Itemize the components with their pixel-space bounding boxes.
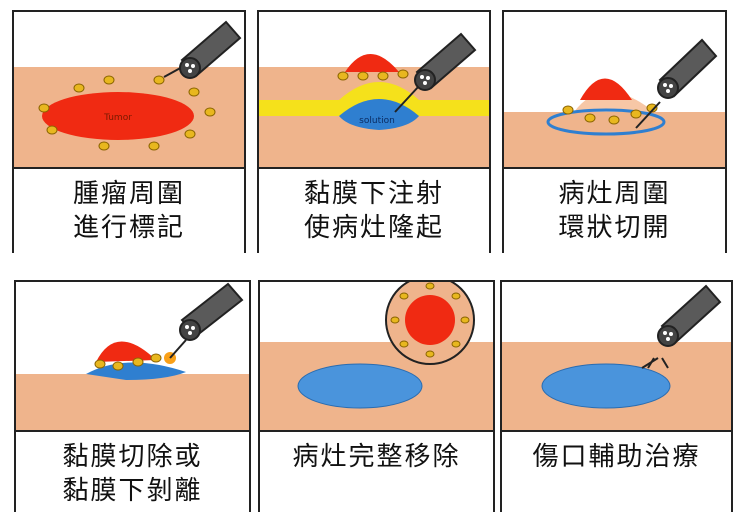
endoscope-icon xyxy=(635,38,718,129)
marker-dots xyxy=(38,75,216,151)
mucosa-layer xyxy=(16,374,249,430)
step-5-illustration xyxy=(260,282,493,430)
marker-dots xyxy=(94,353,162,371)
tumor-label: Tumor xyxy=(103,113,132,123)
tumor xyxy=(580,78,632,100)
step-6-illustration xyxy=(502,284,731,430)
endoscope-icon xyxy=(657,284,722,347)
step-1-line-2: 進行標記 xyxy=(72,213,185,243)
solution-label: solution xyxy=(359,116,395,126)
step-3-caption: 病灶周圍 環狀切開 xyxy=(504,167,725,253)
step-panel-1: Tumor 腫瘤周圍 進行標記 xyxy=(12,10,246,253)
step-3-line-2: 環狀切開 xyxy=(558,213,671,243)
step-panel-2: solution 黏膜下注射 使病灶隆起 xyxy=(257,10,491,253)
submucosal-solution xyxy=(86,362,186,380)
tumor xyxy=(96,341,156,362)
step-2-line-1: 黏膜下注射 xyxy=(303,179,444,209)
step-1-caption: 腫瘤周圍 進行標記 xyxy=(14,167,244,253)
specimen-tumor xyxy=(405,295,455,345)
tumor xyxy=(42,92,194,140)
endoscope-icon xyxy=(394,32,477,113)
marker-dots xyxy=(390,282,470,358)
resection-wound xyxy=(541,363,671,409)
step-4-illustration xyxy=(16,282,249,430)
step-2-caption: 黏膜下注射 使病灶隆起 xyxy=(259,167,489,253)
step-3-line-1: 病灶周圍 xyxy=(558,179,671,209)
step-6-caption: 傷口輔助治療 xyxy=(502,430,731,514)
clip-icon xyxy=(641,357,669,369)
step-6-line-1: 傷口輔助治療 xyxy=(532,442,701,472)
step-2-illustration: solution xyxy=(259,32,489,167)
resection-wound xyxy=(297,363,423,409)
step-4-caption: 黏膜切除或 黏膜下剝離 xyxy=(16,430,249,514)
step-5-caption: 病灶完整移除 xyxy=(260,430,493,514)
snare-loop-icon xyxy=(546,108,666,136)
step-2-line-2: 使病灶隆起 xyxy=(303,213,444,243)
step-4-line-1: 黏膜切除或 xyxy=(62,442,203,472)
step-4-line-2: 黏膜下剝離 xyxy=(62,476,203,506)
step-3-illustration xyxy=(504,38,725,167)
endoscope-icon xyxy=(163,20,242,79)
step-panel-6: 傷口輔助治療 xyxy=(500,280,733,514)
submucosa-yellow xyxy=(259,82,489,116)
endoscope-icon xyxy=(169,282,244,359)
step-1-illustration: Tumor xyxy=(14,20,244,167)
step-panel-4: 黏膜切除或 黏膜下剝離 xyxy=(14,280,251,514)
step-5-line-1: 病灶完整移除 xyxy=(292,442,461,472)
step-1-line-1: 腫瘤周圍 xyxy=(72,179,185,209)
step-panel-3: 病灶周圍 環狀切開 xyxy=(502,10,727,253)
tumor xyxy=(345,54,399,72)
step-panel-5: 病灶完整移除 xyxy=(258,280,495,514)
marker-dots xyxy=(337,69,409,81)
